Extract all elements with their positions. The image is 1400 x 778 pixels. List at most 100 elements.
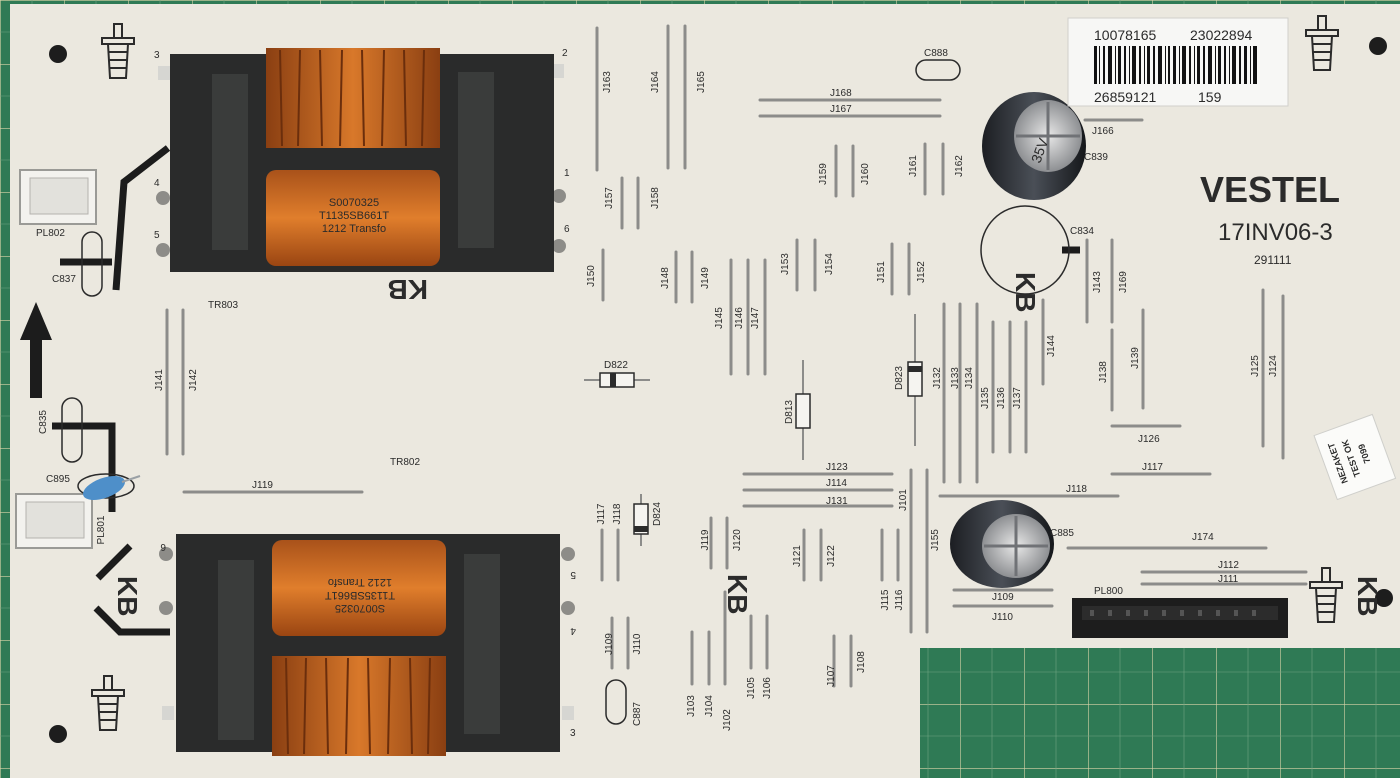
screw-icon-tr — [1305, 15, 1339, 71]
label-j132: J132 — [932, 367, 943, 389]
pin-2-top: 4 — [154, 178, 160, 189]
label-j136: J136 — [996, 387, 1007, 409]
kb-stamp-5: KB — [1352, 576, 1383, 616]
barcode-number-4: 159 — [1198, 89, 1222, 105]
pin-4-bottom: 6 — [160, 541, 166, 552]
label-d822: D822 — [604, 360, 628, 371]
label-j152: J152 — [916, 261, 927, 283]
label-pl802: PL802 — [36, 228, 65, 239]
label-j114: J118 — [1066, 484, 1087, 495]
label-j165: J165 — [696, 71, 707, 93]
label-j123: J117 — [1142, 462, 1163, 473]
kb-stamp-4: KB — [112, 576, 143, 616]
pin-1-top: 3 — [154, 50, 160, 61]
label-j162: J162 — [954, 155, 965, 177]
label-j102: J102 — [722, 709, 733, 731]
label-j139: J139 — [1130, 347, 1141, 369]
pin-5-top: 1 — [564, 168, 570, 179]
trace-black-left — [93, 543, 170, 636]
barcode-number-1: 10078165 — [1094, 27, 1157, 43]
component-outlines — [61, 59, 1070, 725]
label-j153: J153 — [780, 253, 791, 275]
label-j166: J166 — [1092, 126, 1114, 137]
label-j125: J125 — [1250, 355, 1261, 377]
label-j164: J164 — [650, 71, 661, 93]
label-c834: C834 — [1070, 226, 1094, 237]
label-j119: J119 — [700, 529, 711, 550]
label-j154: J154 — [824, 253, 835, 275]
label-j103: J103 — [686, 695, 697, 717]
label-j135: J135 — [980, 387, 991, 409]
label-j138: J138 — [1098, 361, 1109, 383]
label-d824: D824 — [652, 502, 663, 526]
label-j120: J120 — [732, 529, 743, 551]
label-j174: J111 — [1218, 574, 1239, 585]
label-j124: J124 — [1268, 355, 1279, 377]
label-j167: J167 — [830, 104, 852, 115]
label-c888: C888 — [924, 48, 948, 59]
label-j106: J106 — [762, 677, 773, 699]
diode-d813 — [795, 360, 811, 460]
label-j160: J160 — [860, 163, 871, 185]
pin-3-top: 5 — [154, 230, 160, 241]
label-j151: J151 — [876, 261, 887, 283]
label-tr802: TR802 — [390, 457, 420, 468]
label-j110: J110 — [632, 633, 643, 654]
screw-icon-bl — [91, 675, 125, 731]
label-c887: C887 — [632, 702, 643, 726]
transformer-text-1: S0070325 — [329, 197, 379, 209]
label-j108: J108 — [856, 651, 867, 673]
label-j117: J117 — [596, 503, 607, 524]
screw-icon-tl — [101, 23, 135, 79]
label-j134: J134 — [964, 367, 975, 389]
pin-6-top: 2 — [562, 48, 568, 59]
label-j150: J150 — [586, 265, 597, 287]
label-j149: J149 — [700, 267, 711, 289]
diode-d822 — [584, 372, 650, 388]
label-j168: J168 — [830, 88, 852, 99]
label-j129: J126 — [1138, 434, 1160, 445]
capacitor-c885 — [950, 500, 1054, 588]
label-j158: J158 — [650, 187, 661, 209]
transformer-tr803 — [156, 48, 566, 272]
transformer-tr802 — [159, 534, 575, 756]
capacitor-c895 — [77, 473, 141, 501]
transformer-text-4: 1212 Transfo — [328, 576, 392, 588]
label-j130: J114 — [826, 478, 847, 489]
connector-pl801 — [15, 493, 93, 549]
label-j115: J115 — [880, 589, 891, 610]
label-pl801: PL801 — [96, 515, 107, 544]
label-j161: J161 — [908, 155, 919, 177]
label-j157: J157 — [604, 187, 615, 209]
label-j105: J105 — [746, 677, 757, 699]
trace-black-top — [112, 145, 171, 291]
label-j104: J104 — [704, 695, 715, 717]
label-tr803: TR803 — [208, 300, 238, 311]
connector-pl802 — [19, 169, 97, 225]
label-j148: J148 — [660, 267, 671, 289]
label-c837: C837 — [52, 274, 76, 285]
pin-4-top: 6 — [564, 224, 570, 235]
label-j111: J110 — [992, 612, 1013, 623]
label-j112: J109 — [992, 592, 1014, 603]
mounting-holes — [49, 37, 1393, 743]
label-d813: D813 — [784, 400, 795, 424]
model-number: 17INV06-3 — [1218, 219, 1333, 246]
label-j116: J116 — [894, 589, 905, 610]
transformer-text-5: T1135SB661T — [325, 589, 395, 601]
capacitor-c839: 35V — [982, 92, 1086, 200]
label-j156: J112 — [1218, 560, 1239, 571]
label-j159: J159 — [818, 163, 829, 185]
arrow-up-icon — [20, 302, 52, 398]
label-j101: J101 — [898, 489, 909, 511]
diode-d824 — [633, 494, 649, 546]
kb-stamp-3: KB — [722, 574, 753, 614]
label-j113: J174 — [1192, 532, 1214, 543]
label-j169: J169 — [1118, 271, 1129, 293]
barcode-label: 10078165 23022894 26859121 159 — [1067, 17, 1289, 107]
connector-pl800 — [1072, 598, 1288, 638]
label-j141: J141 — [154, 369, 165, 391]
label-j155: J155 — [930, 529, 941, 551]
transformer-text-3: 1212 Transfo — [322, 223, 386, 235]
